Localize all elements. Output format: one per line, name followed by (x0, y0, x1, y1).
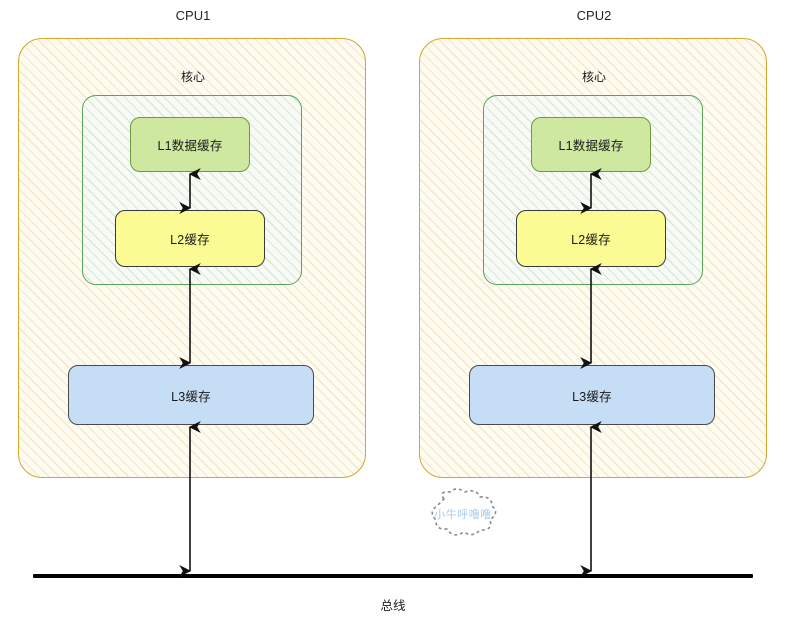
cpu1-l3-label: L3缓存 (171, 389, 211, 404)
watermark-text: 小牛呼噜噜 (434, 509, 492, 521)
cpu2-core-label: 核心 (581, 70, 606, 84)
cpu1-core-label: 核心 (180, 70, 205, 84)
cloud-icon (431, 488, 497, 536)
cpu1-l2-cache[interactable]: L2缓存 (115, 210, 265, 267)
cpu2-l2-cache[interactable]: L2缓存 (516, 210, 666, 267)
cpu1-title: CPU1 (175, 8, 211, 23)
cpu1-l3-cache[interactable]: L3缓存 (68, 365, 314, 425)
cpu2-l3-label: L3缓存 (572, 389, 612, 404)
system-bus-line (33, 574, 753, 578)
cpu2-l1-data-cache[interactable]: L1数据缓存 (531, 117, 651, 172)
cpu2-title: CPU2 (576, 8, 612, 23)
watermark: 小牛呼噜噜 (424, 487, 502, 541)
bus-label: 总线 (380, 599, 406, 613)
cpu2-l3-cache[interactable]: L3缓存 (469, 365, 715, 425)
cpu1-l1-data-cache[interactable]: L1数据缓存 (130, 117, 250, 172)
cpu2-l2-label: L2缓存 (571, 233, 611, 247)
cpu1-l2-label: L2缓存 (170, 233, 210, 247)
cpu1-l1-label: L1数据缓存 (157, 139, 223, 153)
cpu2-l1-label: L1数据缓存 (558, 139, 624, 153)
